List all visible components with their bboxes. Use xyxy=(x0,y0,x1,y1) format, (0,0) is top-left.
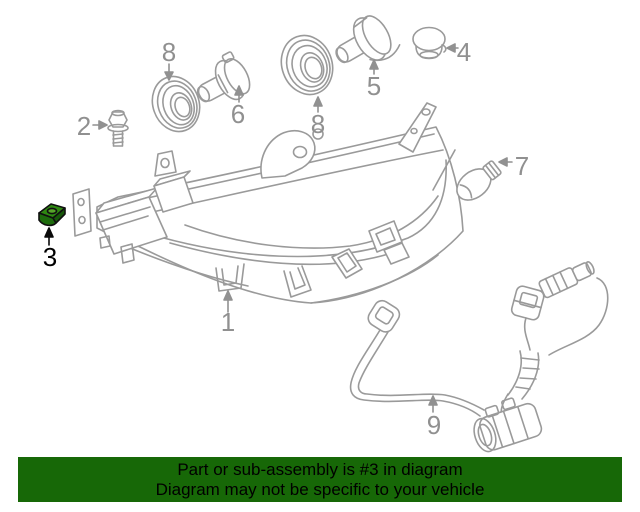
callout-label-2: 2 xyxy=(76,111,92,141)
callout-label-5: 5 xyxy=(366,71,382,101)
callout-arrow-8-right xyxy=(313,96,323,113)
callout-arrow-3 xyxy=(44,227,54,246)
callout-label-3-highlighted: 3 xyxy=(42,242,58,272)
callout-arrow-9 xyxy=(428,395,438,413)
callout-arrows xyxy=(92,43,513,413)
part-3-clip-highlighted-drawing xyxy=(38,203,66,227)
callout-arrow-4 xyxy=(446,43,459,53)
banner-line-1: Part or sub-assembly is #3 in diagram xyxy=(177,459,463,479)
callout-arrow-8-left xyxy=(164,63,174,81)
callout-arrow-7 xyxy=(498,157,513,167)
callout-arrow-1 xyxy=(223,290,233,313)
part-9-wiring-harness-drawing xyxy=(349,261,609,453)
highlight-banner: Part or sub-assembly is #3 in diagram Di… xyxy=(18,457,622,502)
callout-arrow-6 xyxy=(234,85,244,103)
callout-arrow-2 xyxy=(92,120,108,130)
part-8-seal-ring-right-drawing xyxy=(280,34,334,96)
part-5-bulb-drawing xyxy=(335,15,401,64)
callout-label-8-right: 8 xyxy=(310,109,326,139)
part-8-seal-ring-left-drawing xyxy=(151,75,201,133)
callout-label-8-left: 8 xyxy=(161,37,177,67)
callout-label-1: 1 xyxy=(220,307,236,337)
part-7-bulb-drawing xyxy=(456,160,502,201)
callout-label-6: 6 xyxy=(230,99,246,129)
part-6-bulb-drawing xyxy=(196,51,251,103)
part-1-headlamp-assembly-drawing xyxy=(72,102,464,304)
callout-label-4: 4 xyxy=(456,37,472,67)
callout-arrow-5 xyxy=(369,59,379,75)
part-2-bolt-drawing xyxy=(107,109,129,147)
callout-label-7: 7 xyxy=(514,151,530,181)
callout-label-9: 9 xyxy=(426,410,442,440)
part-4-cap-drawing xyxy=(412,26,447,60)
banner-line-2: Diagram may not be specific to your vehi… xyxy=(155,479,485,499)
